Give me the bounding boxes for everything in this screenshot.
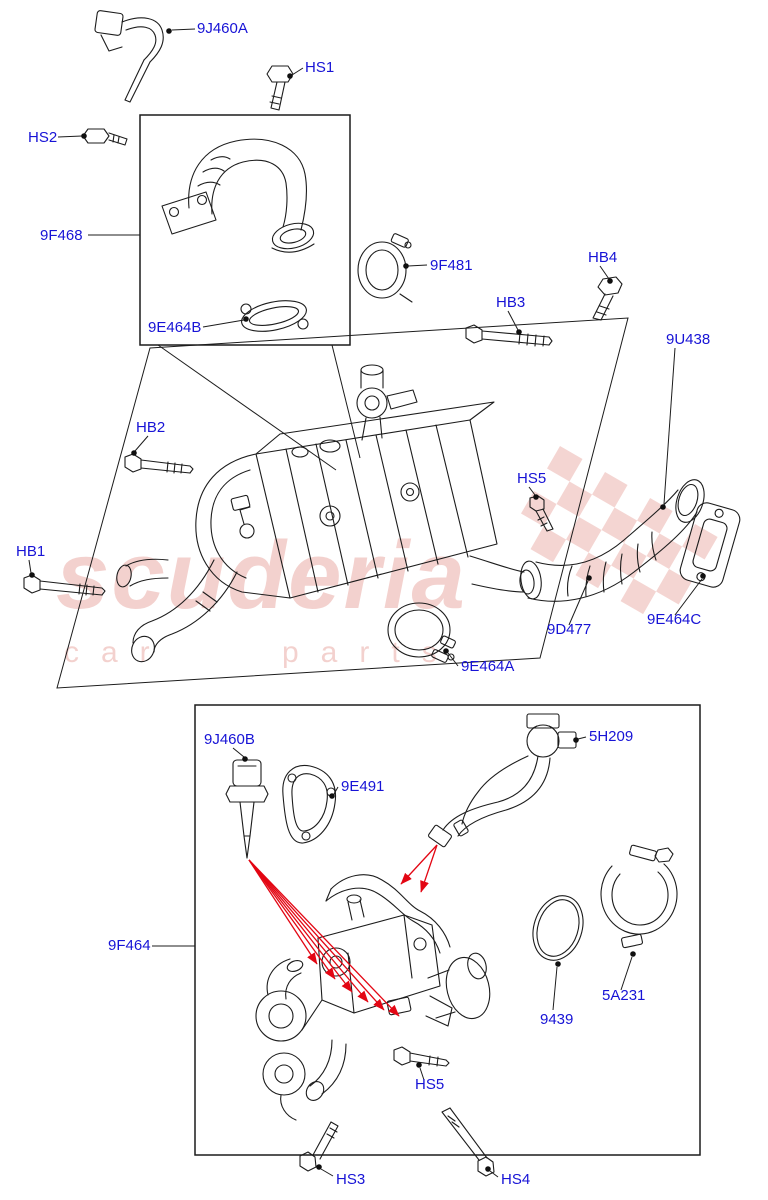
part-bolt-hs5-lower (393, 1046, 450, 1067)
watermark-checkered-flag (521, 446, 718, 615)
part-label-hs1[interactable]: HS1 (305, 59, 334, 76)
part-label-9e464b[interactable]: 9E464B (148, 319, 201, 336)
callout-arrows-red (248, 844, 438, 1017)
part-label-9f481[interactable]: 9F481 (430, 257, 473, 274)
part-labels: 9J460A HS1 HS2 9F468 9F481 9E464B HB4 HB… (16, 20, 710, 1188)
part-throttle-assembly-9f464 (255, 874, 491, 1121)
part-label-9f464[interactable]: 9F464 (108, 937, 151, 954)
part-label-9439[interactable]: 9439 (540, 1011, 573, 1028)
part-bolt-hs2 (82, 128, 128, 146)
watermark-word-parts: parts (282, 636, 459, 669)
part-bolt-hs4 (441, 1107, 495, 1177)
part-egr-cooler-assembly (116, 364, 535, 663)
part-bolt-hs1 (266, 65, 294, 111)
part-sensor-9j460a (94, 10, 164, 103)
part-label-9j460b[interactable]: 9J460B (204, 731, 255, 748)
part-oring-9439 (532, 895, 584, 961)
part-label-hs5-upper[interactable]: HS5 (517, 470, 546, 487)
subassembly-box-9f464 (194, 704, 701, 1156)
part-label-hs4[interactable]: HS4 (501, 1171, 530, 1188)
part-bolt-hs3 (299, 1121, 339, 1172)
part-clamp-9f481 (357, 233, 413, 303)
part-label-9e464c[interactable]: 9E464C (647, 611, 701, 628)
part-label-9u438[interactable]: 9U438 (666, 331, 710, 348)
part-gasket-9e491 (282, 764, 337, 844)
part-label-hb1[interactable]: HB1 (16, 543, 45, 560)
part-sensor-9j460b (225, 759, 269, 859)
leader-dots (29, 28, 706, 1172)
part-label-9d477[interactable]: 9D477 (547, 621, 591, 638)
part-label-9e464a[interactable]: 9E464A (461, 658, 514, 675)
part-label-hb3[interactable]: HB3 (496, 294, 525, 311)
part-label-9f468[interactable]: 9F468 (40, 227, 83, 244)
watermark-word-car: car (64, 636, 172, 669)
watermark: scuderia car parts (56, 446, 718, 669)
part-clamp-5a231 (600, 844, 678, 949)
part-pipe-9u438 (520, 479, 705, 602)
leader-lines (28, 28, 703, 1178)
part-clamp-9e464a (387, 602, 456, 663)
part-label-hs2[interactable]: HS2 (28, 129, 57, 146)
part-bolt-hb2 (124, 453, 194, 474)
part-label-hs3[interactable]: HS3 (336, 1171, 365, 1188)
part-label-5h209[interactable]: 5H209 (589, 728, 633, 745)
perspective-frame (56, 317, 629, 689)
part-label-9e491[interactable]: 9E491 (341, 778, 384, 795)
part-label-hs5-lower[interactable]: HS5 (415, 1076, 444, 1093)
part-label-hb2[interactable]: HB2 (136, 419, 165, 436)
part-valve-5h209 (428, 713, 577, 848)
part-label-9j460a[interactable]: 9J460A (197, 20, 248, 37)
part-gasket-9e464b (240, 300, 309, 332)
part-label-hb4[interactable]: HB4 (588, 249, 617, 266)
part-bolt-hb3 (465, 324, 553, 347)
subassembly-box-9f468 (139, 114, 351, 346)
part-egr-tube-9f468 (161, 138, 315, 253)
part-label-5a231[interactable]: 5A231 (602, 987, 645, 1004)
part-bolt-hb4 (592, 276, 623, 321)
